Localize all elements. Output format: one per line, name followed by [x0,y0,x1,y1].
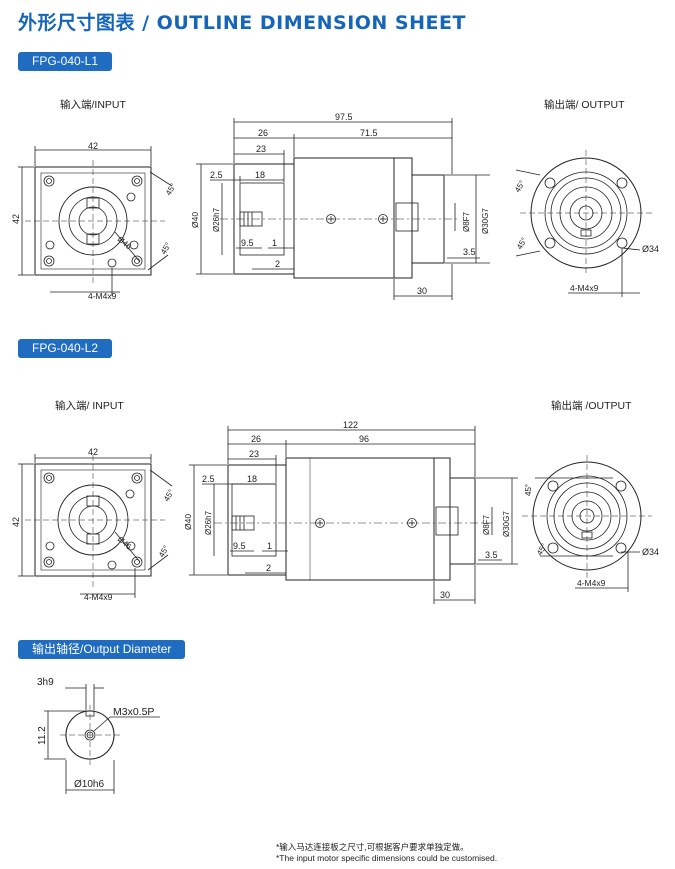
output-label-l1: 输出端/ OUTPUT [544,99,625,111]
out-angle-b-l1: 45° [515,236,529,251]
dim-d26h-l1: Ø26h7 [212,207,221,232]
output-diameter-badge: 输出轴径/Output Diameter [18,640,186,659]
bore-l1: Ø46 [116,235,134,252]
dim-26-l2: 26 [251,434,261,444]
out-angle-b-l2: 45° [535,542,549,557]
dim-18-l1: 18 [255,170,265,180]
out-holes-l2: 4-M4x9 [577,578,606,588]
dim-1-l2: 1 [267,541,272,551]
dim-18-l2: 18 [247,474,257,484]
out-d34-l1: Ø34 [642,244,659,254]
dim-3-5-l1: 3.5 [463,247,476,257]
shaft-height: 11.2 [37,726,48,745]
shaft-thread: M3x0.5P [113,706,154,718]
dim-d8-l1: Ø8F7 [462,211,471,232]
dim-2-l2: 2 [266,563,271,573]
dim-side-l2: 42 [11,517,21,527]
shaft-key-dim: 3h9 [37,677,54,688]
dim-26-l1: 26 [258,128,268,138]
dim-9-5-l1: 9.5 [241,238,254,248]
out-d34-l2: Ø34 [642,547,659,557]
dim-d26h-l2: Ø26h7 [204,510,213,535]
note-en: *The input motor specific dimensions cou… [276,853,498,863]
dim-flange-l2: 42 [88,447,98,457]
dim-2-l1: 2 [275,259,280,269]
dim-9-5-l2: 9.5 [233,541,246,551]
shaft-diameter: Ø10h6 [74,779,104,790]
dim-overall-l1: 97.5 [335,112,353,122]
dim-3-5-l2: 3.5 [485,550,498,560]
dim-d8-l2: Ø8F7 [482,514,491,535]
dim-side-l1: 42 [11,214,21,224]
dim-flange-l1: 42 [88,141,98,151]
page-title: 外形尺寸图表 / OUTLINE DIMENSION SHEET [18,12,466,34]
side-view-l1: 97.5 26 71.5 23 2.5 18 9.5 1 2 Ø40 Ø26h7… [190,112,490,300]
dim-96-l2: 96 [359,434,369,444]
side-view-l2: 122 26 96 23 2.5 18 9.5 1 2 Ø40 Ø26h7 Ø8… [183,420,518,604]
dim-d30-l2: Ø30G7 [502,511,511,537]
holes-l1: 4-M4x9 [88,291,117,301]
note-cn: *输入马达连接板之尺寸,可根据客户要求单独定做。 [276,842,469,852]
angle-a-l1: 45° [164,182,178,197]
angle-b-l1: 45° [159,241,173,256]
out-angle-a-l2: 45° [524,484,533,496]
model-badge-l2: FPG-040-L2 [18,339,113,358]
dim-30-l1: 30 [417,286,427,296]
out-angle-a-l1: 45° [513,179,527,194]
output-view-l1: 45° 45° Ø34 4-M4x9 [513,150,659,297]
bore-l2: Ø46 [116,535,134,552]
dim-71-l1: 71.5 [360,128,378,138]
dim-d30-l1: Ø30G7 [481,208,490,234]
dim-1-l1: 1 [272,238,277,248]
input-label-l1: 输入端/INPUT [60,99,126,111]
out-holes-l1: 4-M4x9 [570,283,599,293]
dim-d40-l2: Ø40 [183,514,193,530]
output-shaft-view: 3h9 M3x0.5P 11.2 Ø10h6 [37,677,160,794]
holes-l2: 4-M4x9 [84,592,113,602]
dim-2-5-l2: 2.5 [202,474,215,484]
dim-d40-l1: Ø40 [190,212,200,228]
input-label-l2: 输入端/ INPUT [55,400,124,412]
output-label-l2: 输出端 /OUTPUT [551,400,632,412]
dim-2-5-l1: 2.5 [210,170,223,180]
input-view-l2: 42 42 45° 45° Ø46 4-M4x9 [11,447,176,602]
dim-30-l2: 30 [440,590,450,600]
input-view-l1: 42 42 45° 45° Ø46 4-M4x9 [11,141,178,301]
output-view-l2: 45° 45° Ø34 4-M4x9 [522,455,659,592]
model-badge-l1: FPG-040-L1 [18,52,113,71]
dim-23-l1: 23 [256,144,266,154]
dim-overall-l2: 122 [343,420,358,430]
angle-b-l2: 45° [157,544,171,559]
dim-23-l2: 23 [249,449,259,459]
angle-a-l2: 45° [162,488,176,503]
